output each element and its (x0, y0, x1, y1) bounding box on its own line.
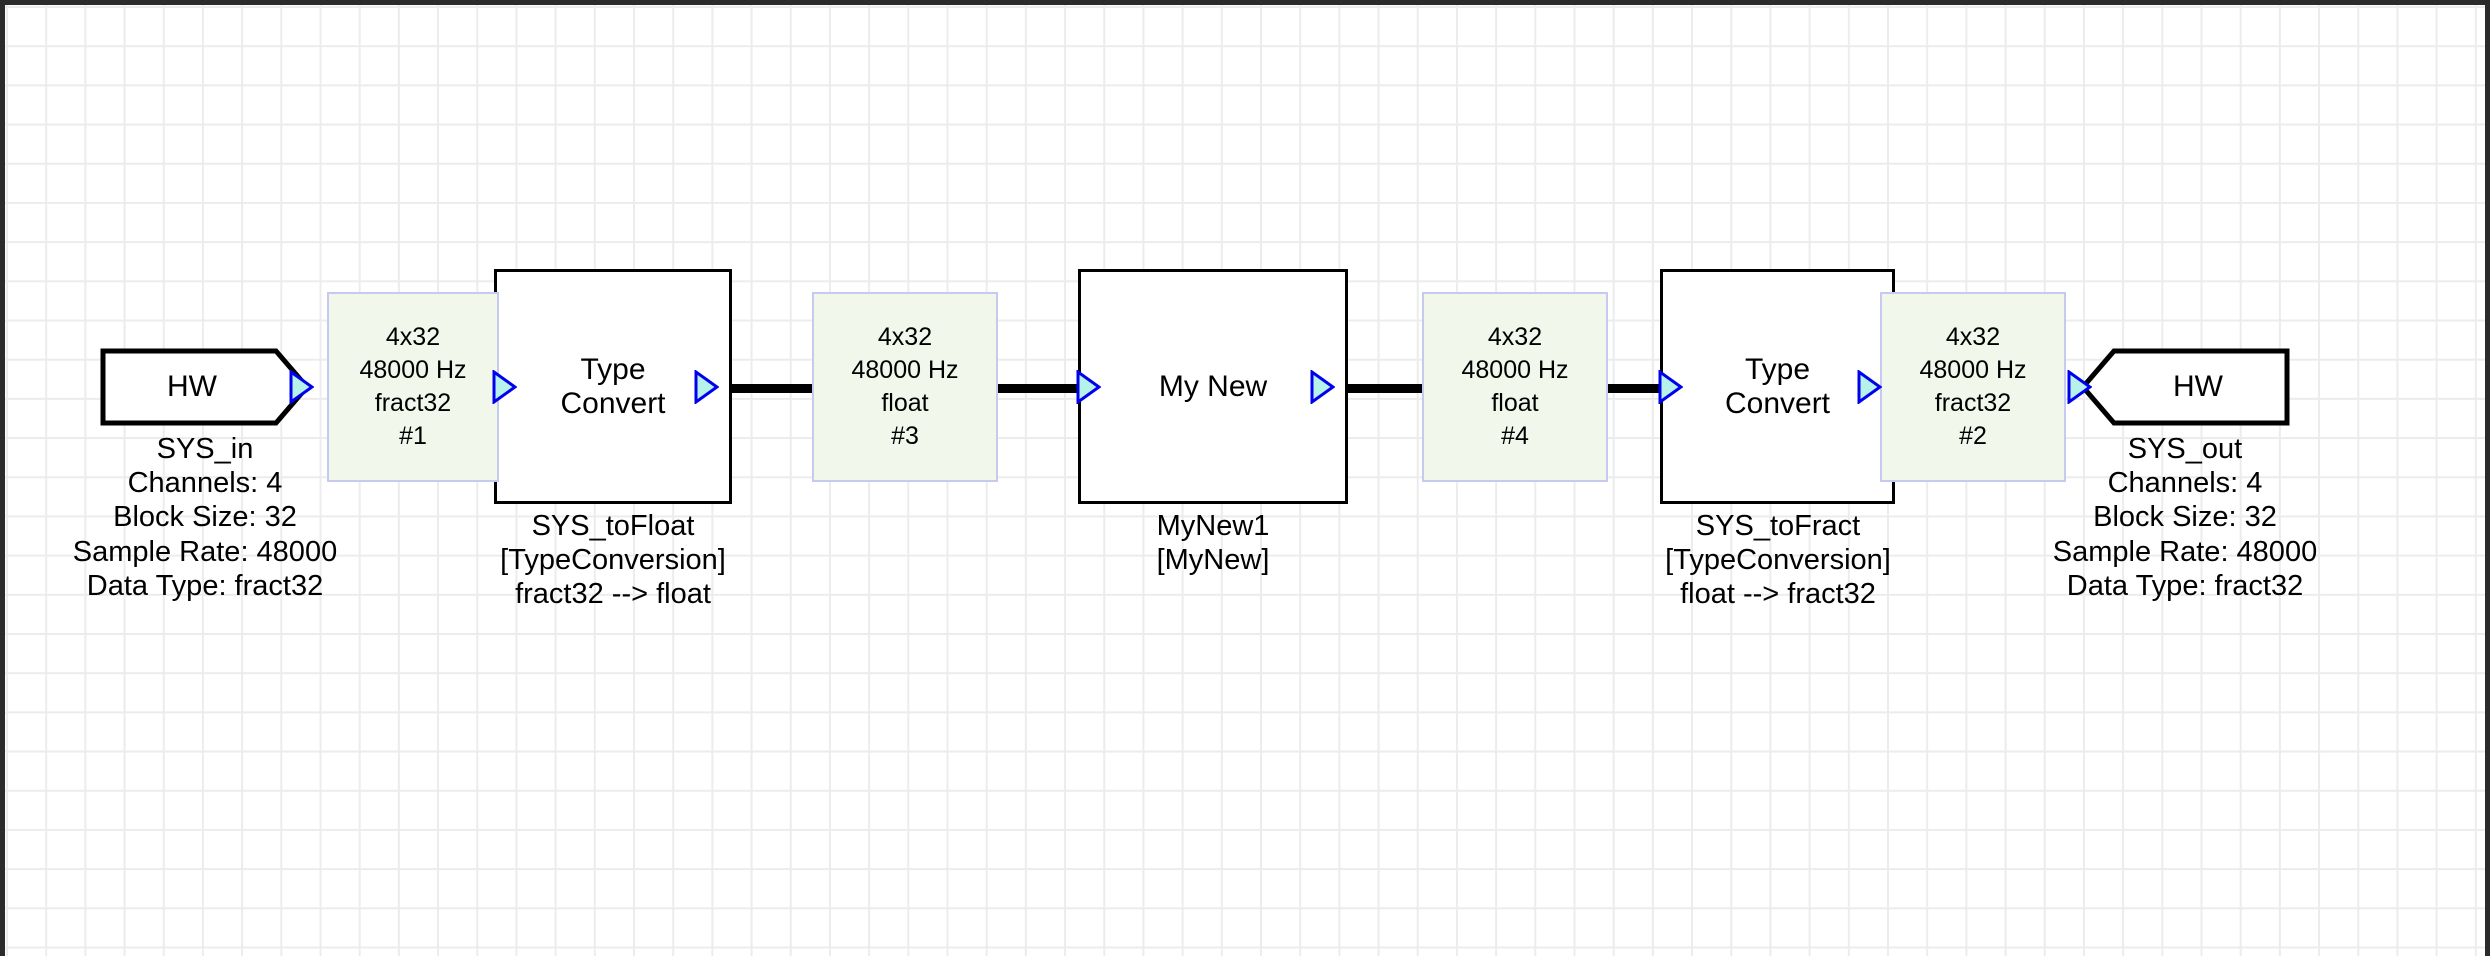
caption-sys-tofract-line-2: [TypeConversion] (1665, 544, 1891, 577)
signal-label-3-datatype: float (881, 389, 929, 417)
signal-label-4-index: #4 (1501, 422, 1529, 451)
signal-label-1[interactable]: 4x32 48000 Hz fract32 #1 (327, 292, 499, 482)
port-tofract-in[interactable] (1657, 370, 1683, 404)
signal-label-3-dims: 4x32 (877, 322, 933, 351)
port-tofloat-out[interactable] (693, 370, 719, 404)
port-sys-in-out[interactable] (288, 370, 314, 404)
input-port-triangle-icon (1076, 370, 1101, 404)
caption-sys-tofract-line-1: SYS_toFract (1695, 510, 1861, 542)
caption-sys-tofloat-line-2: [TypeConversion] (500, 544, 726, 577)
block-sys-tofract[interactable]: Type Convert (1660, 269, 1895, 504)
caption-mynew1-line-2: [MyNew] (1156, 544, 1270, 577)
block-mynew1-label: My New (1158, 369, 1268, 403)
caption-sys-tofloat-line-3: fract32 --> float (515, 578, 711, 611)
signal-label-4-rate: 48000 Hz (1461, 355, 1569, 384)
signal-label-1-dims: 4x32 (385, 322, 441, 351)
signal-label-2-dims: 4x32 (1945, 322, 2001, 351)
caption-mynew1-line-1: MyNew1 (1156, 510, 1270, 542)
caption-sys-out-line-3: Block Size: 32 (2093, 501, 2277, 534)
caption-sys-out-line-2: Channels: 4 (2107, 467, 2263, 500)
block-sys-in[interactable]: HW (100, 348, 310, 426)
input-port-triangle-icon (492, 370, 517, 404)
signal-label-4-datatype: float (1491, 389, 1539, 417)
caption-sys-in-line-5: Data Type: fract32 (86, 569, 324, 602)
caption-sys-out-line-5: Data Type: fract32 (2066, 569, 2304, 602)
port-sys-out-in[interactable] (2066, 370, 2092, 404)
hw-output-shape (2080, 348, 2290, 426)
block-mynew1[interactable]: My New (1078, 269, 1348, 504)
caption-sys-in-line-1: SYS_in (156, 433, 254, 465)
output-port-triangle-icon (289, 370, 314, 404)
wire-signal3-to-mynew (996, 384, 1106, 393)
signal-label-2-datatype: fract32 (1934, 389, 2012, 417)
caption-sys-out: SYS_out Channels: 4 Block Size: 32 Sampl… (1935, 432, 2435, 603)
signal-label-2[interactable]: 4x32 48000 Hz fract32 #2 (1880, 292, 2066, 482)
caption-sys-out-line-1: SYS_out (2127, 433, 2243, 465)
caption-sys-tofloat-line-1: SYS_toFloat (531, 510, 695, 542)
signal-label-1-datatype: fract32 (374, 389, 452, 417)
signal-label-2-rate: 48000 Hz (1919, 355, 2027, 384)
output-port-triangle-icon (1310, 370, 1335, 404)
signal-label-1-rate: 48000 Hz (359, 355, 467, 384)
caption-sys-tofloat: SYS_toFloat [TypeConversion] fract32 -->… (363, 509, 863, 612)
port-mynew1-out[interactable] (1309, 370, 1335, 404)
output-port-triangle-icon (694, 370, 719, 404)
output-port-triangle-icon (1857, 370, 1882, 404)
signal-label-3-rate: 48000 Hz (851, 355, 959, 384)
block-sys-tofloat-label: Type Convert (560, 352, 666, 420)
caption-sys-tofract-line-3: float --> fract32 (1680, 578, 1876, 611)
window-frame-left (0, 0, 5, 956)
signal-label-4-dims: 4x32 (1487, 322, 1543, 351)
caption-sys-out-line-4: Sample Rate: 48000 (2052, 535, 2318, 568)
port-mynew1-in[interactable] (1075, 370, 1101, 404)
block-sys-out[interactable]: HW (2080, 348, 2290, 426)
caption-mynew1: MyNew1 [MyNew] (963, 509, 1463, 577)
signal-label-3-index: #3 (891, 422, 919, 451)
signal-label-1-index: #1 (399, 422, 427, 451)
caption-sys-tofract: SYS_toFract [TypeConversion] float --> f… (1528, 509, 2028, 612)
caption-sys-in-line-3: Block Size: 32 (113, 501, 297, 534)
caption-sys-in-line-4: Sample Rate: 48000 (72, 535, 338, 568)
signal-label-4[interactable]: 4x32 48000 Hz float #4 (1422, 292, 1608, 482)
signal-label-3[interactable]: 4x32 48000 Hz float #3 (812, 292, 998, 482)
input-port-triangle-icon (1658, 370, 1683, 404)
hw-input-shape (100, 348, 310, 426)
port-tofract-out[interactable] (1856, 370, 1882, 404)
port-tofloat-in[interactable] (491, 370, 517, 404)
caption-sys-in: SYS_in Channels: 4 Block Size: 32 Sample… (0, 432, 455, 603)
caption-sys-in-line-2: Channels: 4 (127, 467, 283, 500)
window-frame-right (2485, 0, 2490, 956)
input-port-triangle-icon (2067, 370, 2092, 404)
signal-label-2-index: #2 (1959, 422, 1987, 451)
window-frame-top (0, 0, 2490, 5)
block-sys-tofract-label: Type Convert (1724, 352, 1831, 420)
block-sys-tofloat[interactable]: Type Convert (494, 269, 732, 504)
